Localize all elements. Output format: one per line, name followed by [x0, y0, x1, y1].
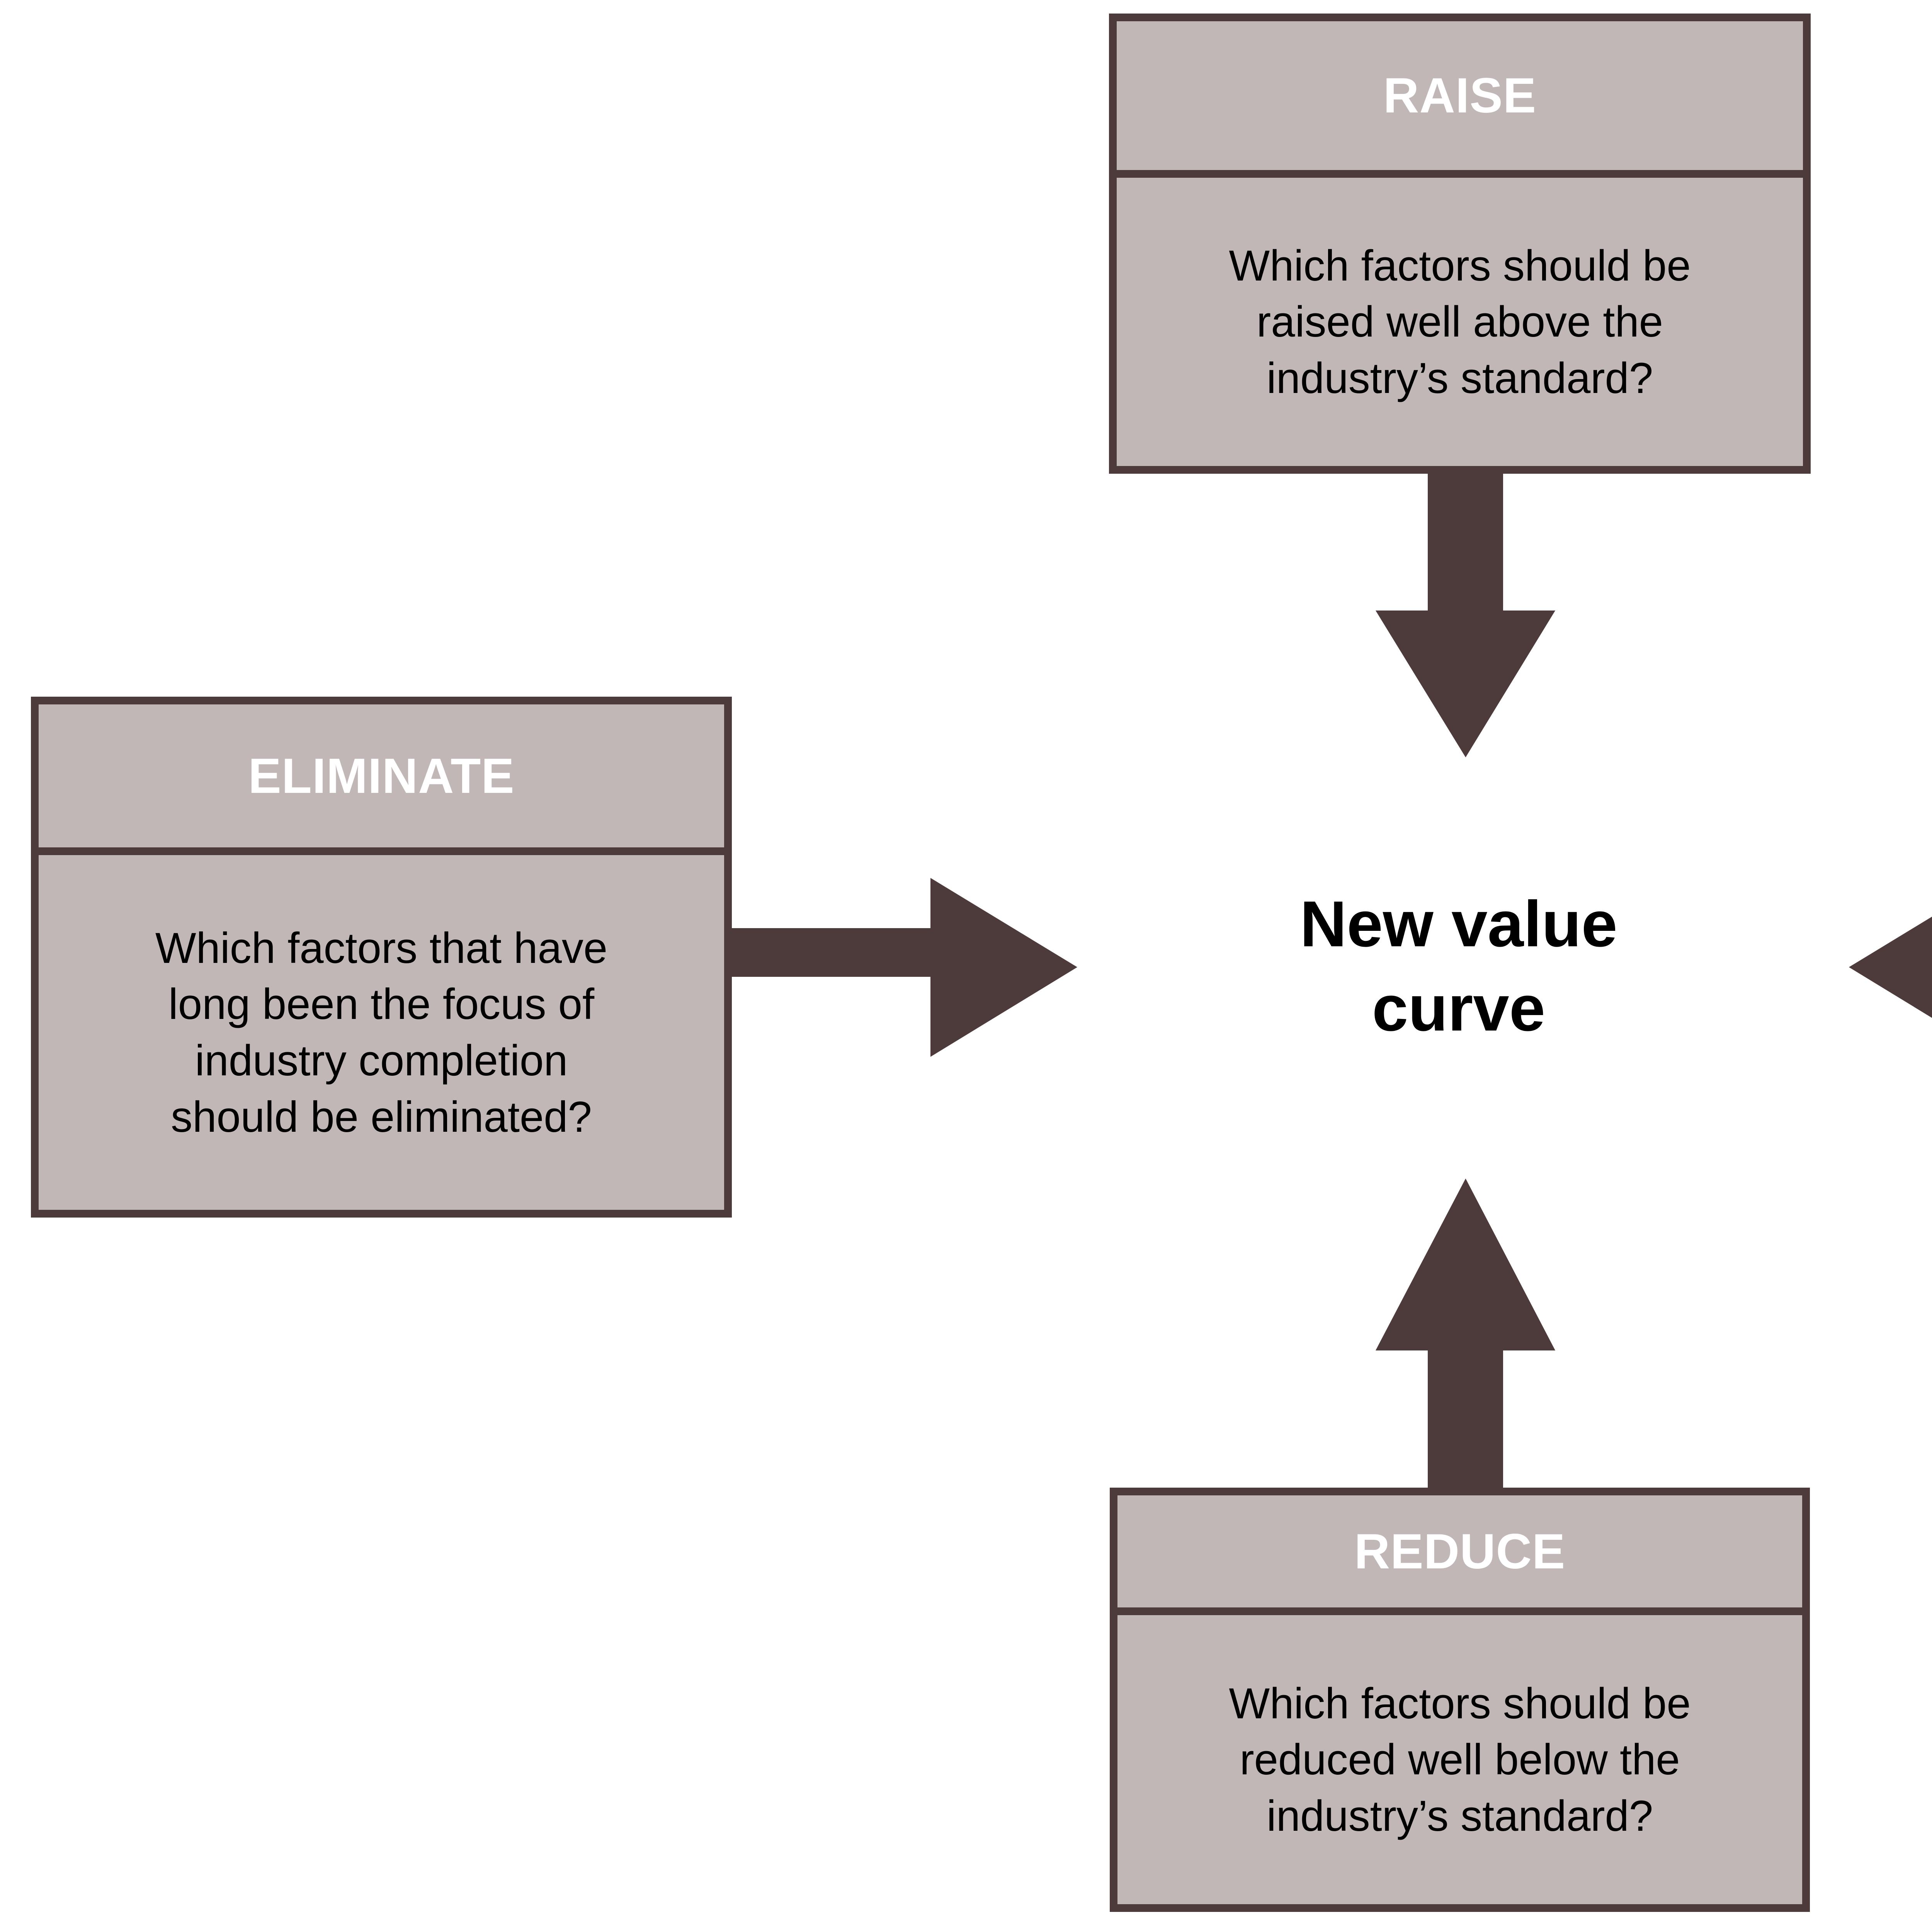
- box-eliminate-header: ELIMINATE: [39, 704, 724, 855]
- box-reduce-header: REDUCE: [1117, 1495, 1802, 1615]
- center-label-new-value-curve: New value curve: [1144, 838, 1774, 1094]
- box-raise-header: RAISE: [1117, 21, 1803, 178]
- center-label-line-1: New value: [1300, 887, 1617, 960]
- box-raise-body: Which factors should be raised well abov…: [1229, 241, 1691, 402]
- arrow-left-create-to-center: [1849, 917, 1932, 1018]
- box-eliminate[interactable]: ELIMINATE Which factors that have long b…: [31, 697, 732, 1218]
- arrow-down-raise-to-center: [1376, 456, 1555, 757]
- center-label-line-2: curve: [1372, 972, 1546, 1044]
- arrow-up-reduce-to-center: [1376, 1179, 1555, 1492]
- box-reduce-body: Which factors should be reduced well bel…: [1229, 1679, 1691, 1840]
- box-reduce[interactable]: REDUCE Which factors should be reduced w…: [1110, 1488, 1810, 1912]
- box-raise[interactable]: RAISE Which factors should be raised wel…: [1109, 14, 1811, 474]
- arrow-right-eliminate-to-center: [728, 878, 1077, 1057]
- box-eliminate-body: Which factors that have long been the fo…: [155, 923, 608, 1141]
